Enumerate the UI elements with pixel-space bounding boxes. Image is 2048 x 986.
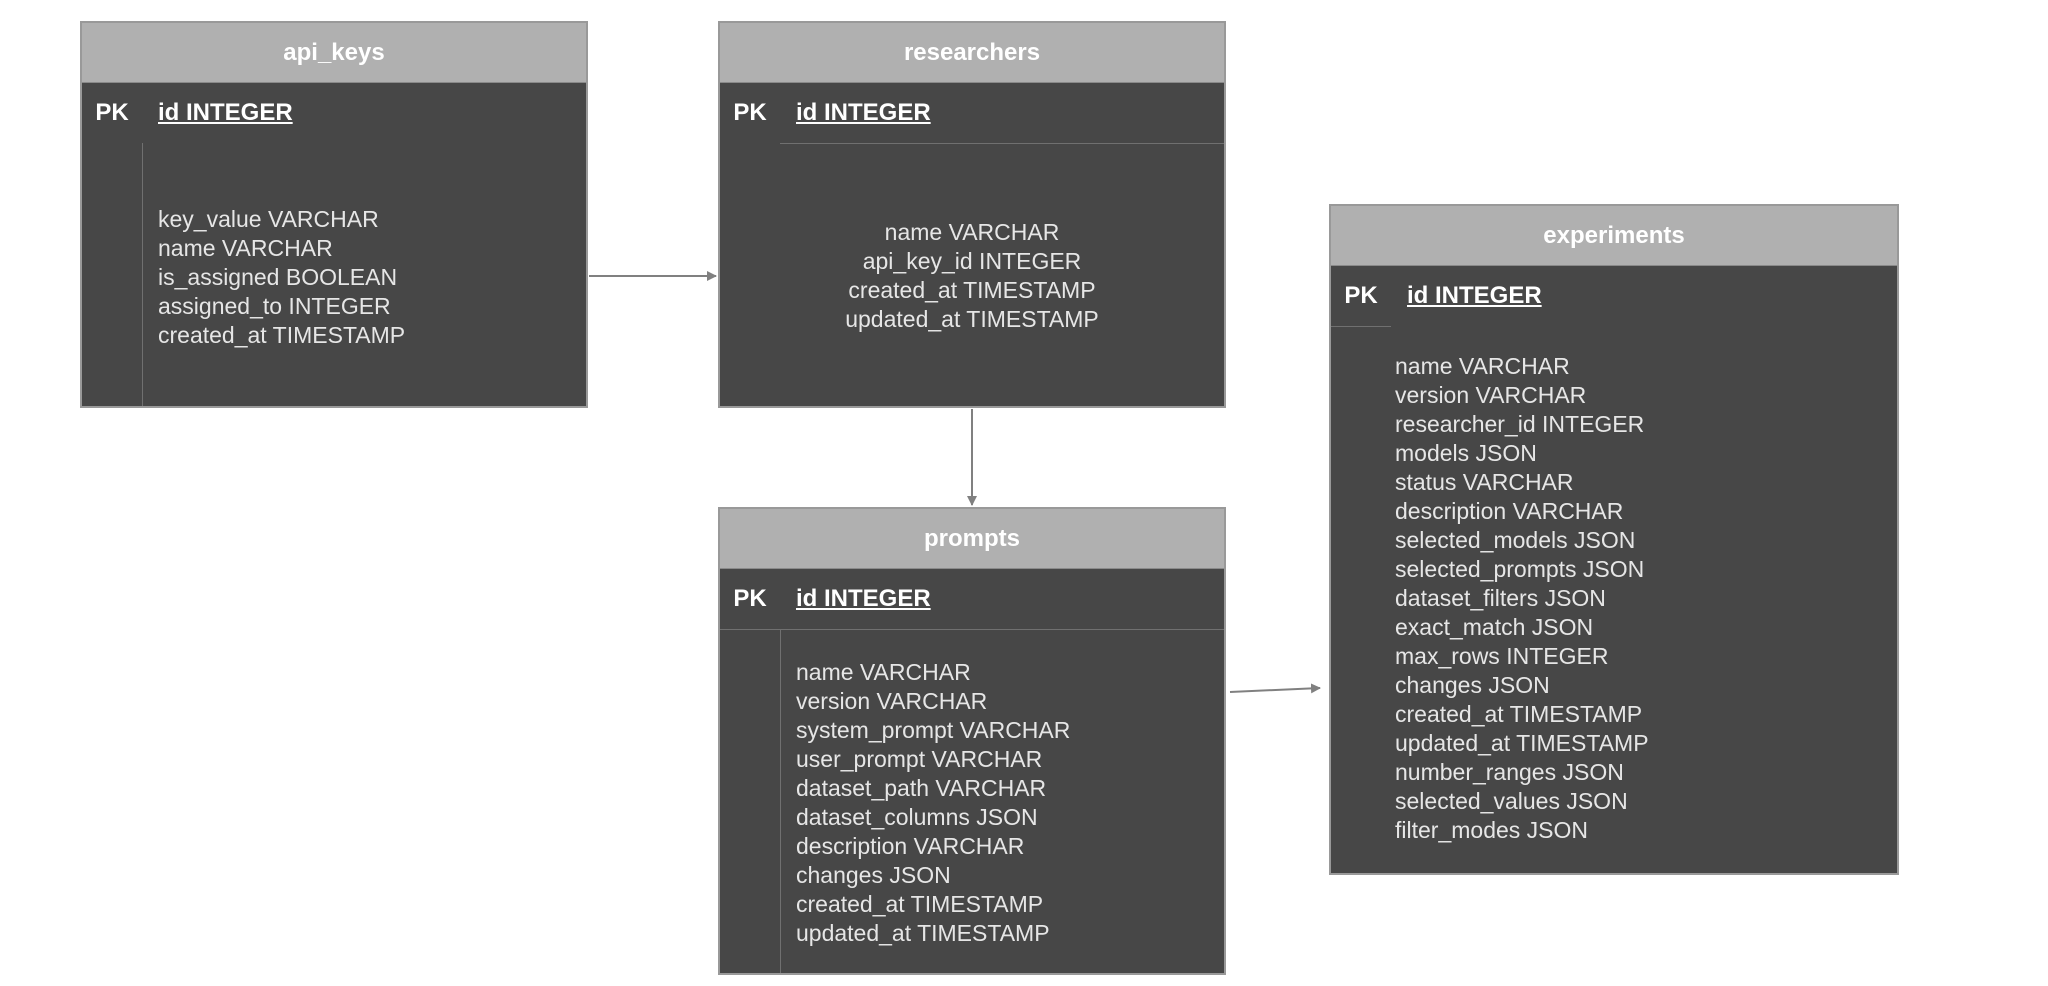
field-list: name VARCHAR version VARCHAR system_prom…	[796, 658, 1070, 948]
field: filter_modes JSON	[1395, 817, 1589, 843]
table-title: prompts	[924, 524, 1020, 552]
field: selected_models JSON	[1395, 527, 1636, 553]
field-list: key_value VARCHAR name VARCHAR is_assign…	[158, 205, 405, 350]
field: number_ranges JSON	[1395, 759, 1624, 785]
pk-row: PK id INTEGER	[82, 83, 586, 143]
pk-separator	[720, 629, 1224, 630]
column-separator	[142, 143, 143, 406]
field: name VARCHAR	[158, 235, 333, 261]
pk-row: PK id INTEGER	[1331, 266, 1897, 326]
pk-separator	[1331, 326, 1391, 327]
field: selected_values JSON	[1395, 788, 1628, 814]
pk-separator	[780, 143, 1224, 144]
table-prompts[interactable]: prompts PK id INTEGER name VARCHAR versi…	[718, 507, 1226, 975]
table-experiments[interactable]: experiments PK id INTEGER name VARCHAR v…	[1329, 204, 1899, 875]
pk-row: PK id INTEGER	[720, 83, 1224, 143]
field: description VARCHAR	[1395, 498, 1624, 524]
field: api_key_id INTEGER	[862, 248, 1082, 274]
table-header: experiments	[1331, 206, 1897, 266]
field: version VARCHAR	[1395, 382, 1587, 408]
table-title: researchers	[903, 38, 1041, 66]
field: changes JSON	[1395, 672, 1550, 698]
column-separator	[780, 630, 781, 973]
field: updated_at TIMESTAMP	[1395, 730, 1649, 756]
field: created_at TIMESTAMP	[158, 322, 406, 348]
table-title: api_keys	[283, 38, 385, 66]
pk-label: PK	[733, 99, 767, 126]
table-title: experiments	[1543, 221, 1685, 249]
pk-field: id INTEGER	[158, 99, 293, 126]
connector-prompts-to-experiments	[1229, 683, 1321, 694]
pk-label: PK	[1344, 282, 1378, 309]
field: name VARCHAR	[1395, 353, 1570, 379]
field: system_prompt VARCHAR	[796, 717, 1071, 743]
pk-field: id INTEGER	[796, 585, 931, 612]
field: updated_at TIMESTAMP	[845, 306, 1099, 332]
pk-field: id INTEGER	[1407, 282, 1542, 309]
pk-row: PK id INTEGER	[720, 569, 1224, 629]
table-header: prompts	[720, 509, 1224, 569]
field: assigned_to INTEGER	[158, 293, 391, 319]
field: is_assigned BOOLEAN	[158, 264, 398, 290]
field: version VARCHAR	[796, 688, 988, 714]
field-list: name VARCHAR api_key_id INTEGER created_…	[720, 218, 1224, 334]
field: dataset_filters JSON	[1395, 585, 1606, 611]
field: updated_at TIMESTAMP	[796, 920, 1050, 946]
field: exact_match JSON	[1395, 614, 1594, 640]
field: dataset_path VARCHAR	[796, 775, 1047, 801]
field: key_value VARCHAR	[158, 206, 379, 232]
table-api-keys[interactable]: api_keys PK id INTEGER key_value VARCHAR…	[80, 21, 588, 408]
field: changes JSON	[796, 862, 951, 888]
field: created_at TIMESTAMP	[848, 277, 1096, 303]
field: name VARCHAR	[884, 219, 1060, 245]
field: created_at TIMESTAMP	[796, 891, 1044, 917]
field: dataset_columns JSON	[796, 804, 1038, 830]
field: researcher_id INTEGER	[1395, 411, 1645, 437]
field: max_rows INTEGER	[1395, 643, 1609, 669]
pk-label: PK	[95, 99, 129, 126]
field: status VARCHAR	[1395, 469, 1574, 495]
field: user_prompt VARCHAR	[796, 746, 1043, 772]
field: selected_prompts JSON	[1395, 556, 1645, 582]
pk-label: PK	[733, 585, 767, 612]
table-researchers[interactable]: researchers PK id INTEGER name VARCHAR a…	[718, 21, 1226, 408]
field: models JSON	[1395, 440, 1537, 466]
table-header: api_keys	[82, 23, 586, 83]
pk-field: id INTEGER	[796, 99, 931, 126]
field: created_at TIMESTAMP	[1395, 701, 1643, 727]
field-list: name VARCHAR version VARCHAR researcher_…	[1395, 352, 1649, 845]
table-header: researchers	[720, 23, 1224, 83]
field: description VARCHAR	[796, 833, 1025, 859]
field: name VARCHAR	[796, 659, 971, 685]
